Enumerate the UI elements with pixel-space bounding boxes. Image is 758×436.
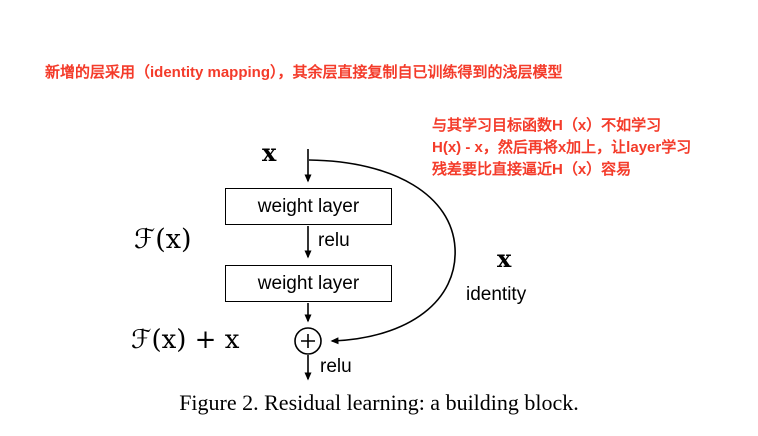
annotation-side-note-line-3: 残差要比直接逼近H（x）容易: [432, 161, 632, 178]
residual-function-label: ℱ(x): [134, 224, 192, 255]
output-sum-label: ℱ(x) + x: [131, 325, 240, 355]
annotation-top-note: 新增的层采用（identity mapping），其余层直接复制自已训练得到的浅…: [45, 64, 563, 81]
add-icon: [294, 327, 322, 355]
input-x-label: x: [262, 138, 277, 167]
skip-x-label: x: [497, 244, 512, 273]
relu-1-label: relu: [318, 230, 350, 251]
weight-layer-2-box: weight layer: [225, 265, 392, 302]
figure-caption: Figure 2. Residual learning: a building …: [179, 390, 579, 415]
relu-2-label: relu: [320, 356, 352, 377]
weight-layer-1-box: weight layer: [225, 188, 392, 225]
annotation-side-note-line-2: H(x) - x，然后再将x加上，让layer学习: [432, 139, 692, 156]
identity-label: identity: [466, 284, 527, 305]
annotation-side-note-line-1: 与其学习目标函数H（x）不如学习: [432, 117, 662, 134]
annotation-side-note: 与其学习目标函数H（x）不如学习 H(x) - x，然后再将x加上，让layer…: [432, 115, 691, 181]
